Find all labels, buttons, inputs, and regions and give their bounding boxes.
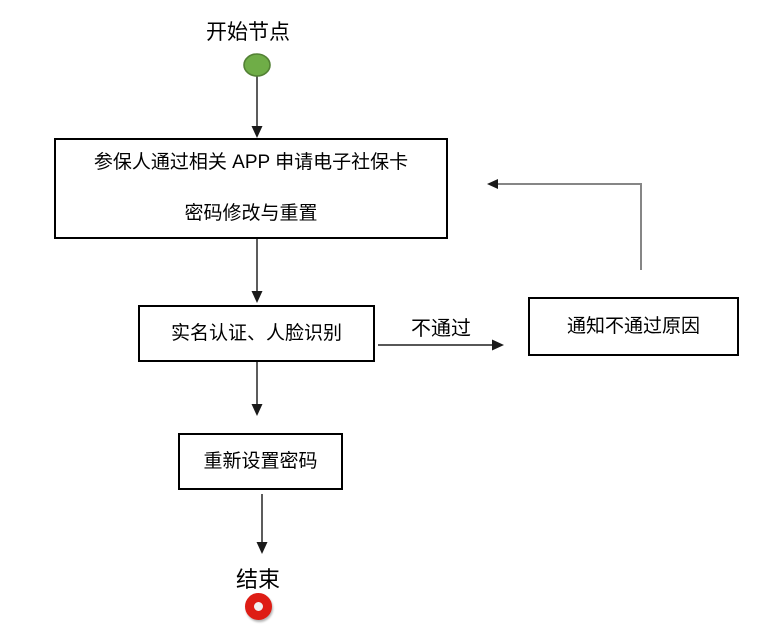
start-node-icon — [243, 53, 271, 77]
fail-edge-label: 不通过 — [411, 318, 471, 340]
reset-node-label: 重新设置密码 — [203, 450, 318, 472]
verify-node-label: 实名认证、人脸识别 — [170, 322, 342, 344]
apply-node: 参保人通过相关 APP 申请电子社保卡 密码修改与重置 — [54, 138, 448, 239]
arrow-reset-to-end — [256, 494, 268, 554]
reset-node: 重新设置密码 — [178, 433, 343, 490]
arrow-verify-to-reset — [251, 362, 263, 416]
notify-node-label: 通知不通过原因 — [566, 315, 700, 337]
verify-node: 实名认证、人脸识别 — [138, 305, 375, 362]
end-node-label: 结束 — [235, 567, 280, 592]
apply-node-line1: 参保人通过相关 APP 申请电子社保卡 — [93, 152, 409, 174]
start-node-label: 开始节点 — [206, 21, 290, 44]
end-terminator-icon — [245, 593, 272, 620]
arrow-start-to-apply — [251, 76, 263, 138]
arrow-notify-to-apply-feedback — [487, 179, 642, 270]
start-ellipse-icon — [243, 53, 271, 77]
notify-node: 通知不通过原因 — [528, 297, 739, 356]
arrow-verify-to-notify — [378, 339, 504, 351]
arrow-apply-to-verify — [251, 239, 263, 303]
apply-node-line2: 密码修改与重置 — [184, 203, 318, 224]
